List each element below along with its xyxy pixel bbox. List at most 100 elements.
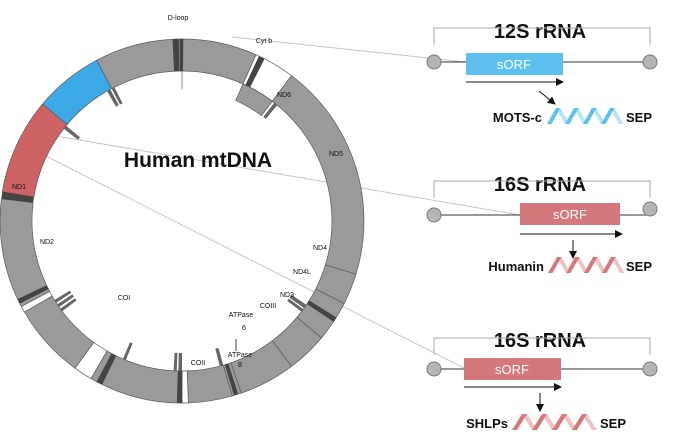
inner-tick xyxy=(263,102,278,119)
center-label: Human mtDNA xyxy=(124,149,272,172)
trna-mark xyxy=(176,370,182,403)
segment-d-loop xyxy=(96,38,178,90)
helix-strand xyxy=(566,257,580,273)
sorf-box xyxy=(464,358,561,380)
helix-strand xyxy=(601,108,615,124)
inner-tick xyxy=(215,347,224,367)
helix-strand xyxy=(552,414,567,430)
helix-strand xyxy=(574,108,588,124)
helix-strand xyxy=(522,414,537,430)
segment-gap xyxy=(181,370,189,404)
sorf-box xyxy=(520,203,620,225)
helix-strand xyxy=(592,108,606,124)
trna-mark xyxy=(179,38,184,71)
sorf-label: sORF xyxy=(553,207,587,222)
trna-mark xyxy=(224,363,239,396)
inner-tick xyxy=(178,353,182,372)
helix-strand xyxy=(575,257,589,273)
panel-bracket xyxy=(433,27,651,45)
trna-mark xyxy=(245,56,265,88)
gene-end-left xyxy=(426,54,442,70)
label-d-loop: D-loop xyxy=(168,15,189,22)
sorf-label: sORF xyxy=(495,362,529,377)
sorf-box xyxy=(466,53,563,75)
inner-tick xyxy=(287,298,304,312)
helix-strand xyxy=(547,108,561,124)
label-coi: COI xyxy=(118,295,131,302)
panel-title: 16S rRNA xyxy=(494,330,586,352)
segment-nd6 xyxy=(235,83,273,117)
label-atpase-8-num: 8 xyxy=(238,362,242,369)
sorf-label: sORF xyxy=(497,57,531,72)
gene-end-left xyxy=(426,361,442,377)
label-coiii: COIII xyxy=(260,303,276,310)
gene-end-right xyxy=(642,54,658,70)
gene-end-right xyxy=(642,361,658,377)
inner-tick xyxy=(289,294,307,309)
trna-mark xyxy=(17,285,49,304)
inner-tick xyxy=(60,298,77,312)
panel-bracket xyxy=(433,337,651,355)
inner-tick xyxy=(63,125,80,140)
label-nd1: ND1 xyxy=(12,184,26,191)
label-nd3: ND3 xyxy=(280,292,294,299)
helix-icon xyxy=(547,108,624,124)
label-nd4l: ND4L xyxy=(293,269,311,276)
label-nd5: ND5 xyxy=(329,151,343,158)
product-label: SEP xyxy=(626,259,652,274)
inner-tick xyxy=(57,294,74,307)
label-coii: COII xyxy=(191,360,205,367)
trna-mark xyxy=(306,300,337,322)
helix-strand xyxy=(562,414,577,430)
gene-end-left xyxy=(426,207,442,223)
gene-end-right xyxy=(642,201,658,217)
panel-16s-humanin: 16S rRNA sORF Humanin SEP xyxy=(426,174,658,274)
helix-strand xyxy=(542,414,557,430)
helix-strand xyxy=(512,414,527,430)
product-label: SEP xyxy=(600,416,626,431)
trna-mark xyxy=(1,191,34,203)
panel-16s-shlps: 16S rRNA sORF SHLPs SEP xyxy=(426,330,658,431)
panel-title: 16S rRNA xyxy=(494,174,586,196)
label-nd4: ND4 xyxy=(313,245,327,252)
peptide-label: SHLPs xyxy=(466,416,508,431)
helix-strand xyxy=(582,414,597,430)
helix-strand xyxy=(610,108,624,124)
panel-title: 12S rRNA xyxy=(494,21,586,43)
inner-tick xyxy=(107,89,119,107)
trna-mark xyxy=(172,39,180,72)
label-16s: 16S xyxy=(19,85,46,102)
segment-12s xyxy=(42,59,113,126)
label-atpase-6-num: 6 xyxy=(242,325,246,332)
trna-mark xyxy=(96,353,117,385)
label-atpase-8: ATPase xyxy=(228,352,252,359)
inner-tick xyxy=(122,342,133,361)
helix-strand xyxy=(572,414,587,430)
connector-16s-shlps xyxy=(37,151,465,369)
inner-tick xyxy=(54,290,72,303)
helix-strand xyxy=(565,108,579,124)
label-nd2: ND2 xyxy=(40,239,54,246)
helix-strand xyxy=(548,257,562,273)
helix-icon xyxy=(512,414,597,430)
label-atpase-6: ATPase xyxy=(229,312,253,319)
helix-strand xyxy=(557,257,571,273)
inner-tick xyxy=(111,87,123,105)
peptide-label: MOTS-c xyxy=(493,110,542,125)
helix-icon xyxy=(548,257,625,273)
label-12s: 12S xyxy=(93,27,120,44)
segment-cyt-b xyxy=(175,38,257,85)
helix-strand xyxy=(532,414,547,430)
panel-12s-mots-c: 12S rRNA sORF MOTS-c SEP xyxy=(426,21,658,125)
label-cyt-b: Cyt b xyxy=(256,38,272,45)
panel-bracket xyxy=(433,180,651,198)
translation-arrow xyxy=(538,90,556,105)
connector-16s-humanin xyxy=(37,132,521,216)
helix-strand xyxy=(593,257,607,273)
inner-tick xyxy=(173,352,178,371)
helix-strand xyxy=(602,257,616,273)
peptide-label: Humanin xyxy=(488,259,544,274)
connector-12s xyxy=(231,36,467,63)
